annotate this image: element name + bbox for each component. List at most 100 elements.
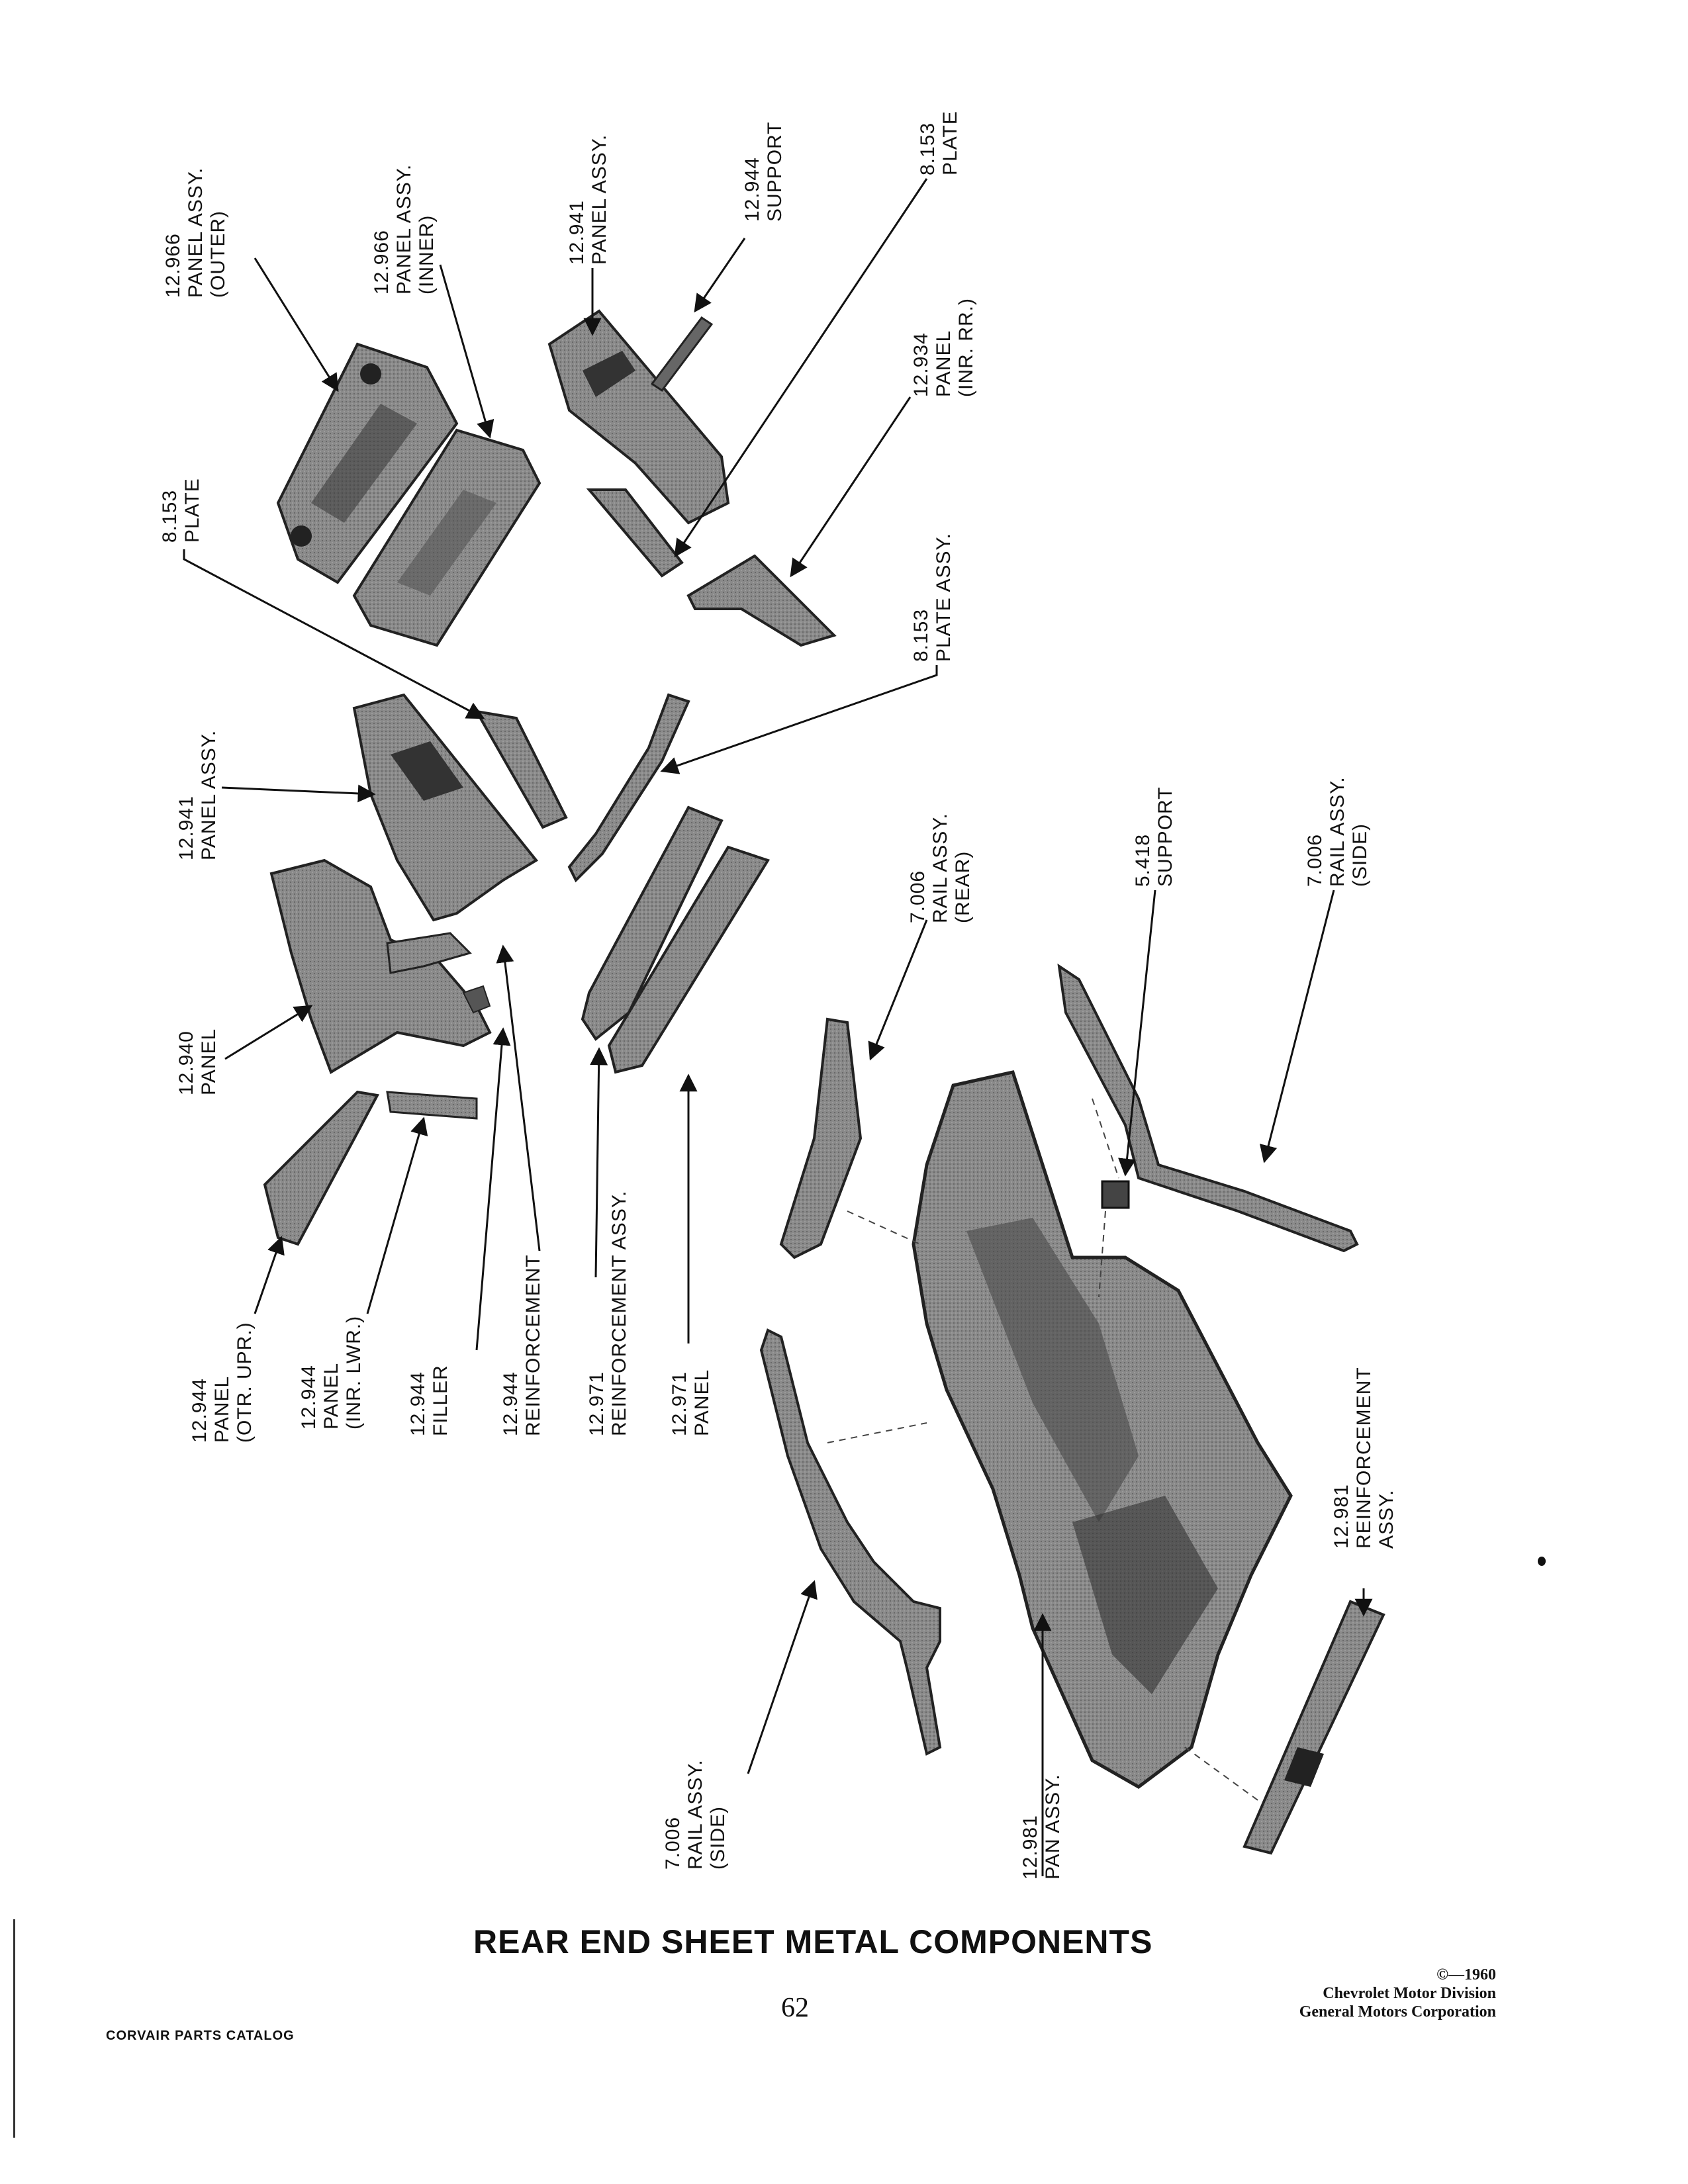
- callout-name: RAIL ASSY.: [1327, 776, 1348, 887]
- callout-number: 12.966: [371, 230, 393, 295]
- callout-name: PAN ASSY.: [1042, 1774, 1064, 1880]
- part-rail-assy-side-left: [759, 1328, 942, 1756]
- callout-number: 12.944: [407, 1371, 429, 1436]
- callout-number: 7.006: [1304, 833, 1326, 887]
- callout-number: 7.006: [907, 870, 929, 923]
- callout-number: 12.940: [175, 1030, 197, 1095]
- leader-c21: [747, 1580, 818, 1774]
- callout-number: 5.418: [1132, 833, 1154, 887]
- part-otr-upr-panel: [263, 1090, 380, 1246]
- callout-c10: 12.940 PANEL: [175, 1028, 220, 1095]
- callout-note: (OUTER): [207, 210, 229, 298]
- part-rail-assy-rear: [779, 1017, 863, 1259]
- callout-name: PANEL: [691, 1369, 713, 1436]
- callout-c11: 7.006 RAIL ASSY. (REAR): [907, 813, 974, 923]
- callout-c22: 12.981 PAN ASSY.: [1019, 1774, 1064, 1880]
- callout-name: PANEL: [198, 1028, 220, 1095]
- callout-number: 12.944: [298, 1365, 320, 1430]
- callout-name: PANEL: [933, 330, 955, 397]
- callout-name: FILLER: [430, 1365, 451, 1436]
- callout-name: REINFORCEMENT ASSY.: [608, 1190, 630, 1436]
- callout-name: RAIL ASSY.: [684, 1759, 706, 1870]
- copyright-year: ©—1960: [1436, 1966, 1496, 1983]
- part-reinforcement-assy-long: [581, 805, 724, 1041]
- callout-note: (INR. LWR.): [343, 1315, 365, 1430]
- part-plate-left: [474, 709, 568, 829]
- callout-c16: 12.944 FILLER: [407, 1365, 452, 1436]
- callout-note: (SIDE): [1349, 823, 1371, 887]
- margin-rule: [13, 1919, 15, 2138]
- callout-note: (INNER): [416, 214, 438, 295]
- leader-c8: [660, 665, 938, 774]
- callout-c12: 5.418 SUPPORT: [1132, 787, 1177, 887]
- callout-name: RAIL ASSY.: [929, 813, 951, 923]
- callout-name: SUPPORT: [764, 121, 786, 222]
- part-inner-panel-assy: [352, 428, 541, 647]
- catalog-name: CORVAIR PARTS CATALOG: [106, 2028, 295, 2043]
- callout-note: (OTR. UPR.): [234, 1322, 256, 1443]
- part-support-block: [1101, 1180, 1130, 1209]
- callout-c15: 12.944 PANEL (INR. LWR.): [298, 1316, 365, 1430]
- callout-c13: 7.006 RAIL ASSY. (SIDE): [1304, 776, 1372, 887]
- callout-name: REINFORCEMENT: [522, 1254, 544, 1436]
- callout-name: PANEL: [211, 1375, 233, 1443]
- callout-number: 12.966: [162, 233, 184, 298]
- page-title: REAR END SHEET METAL COMPONENTS: [473, 1923, 1153, 1960]
- part-inner-rr-panel: [686, 554, 837, 647]
- part-outer-panel-assy: [276, 342, 459, 584]
- callout-c14: 12.944 PANEL (OTR. UPR.): [189, 1322, 256, 1443]
- part-panel-assy-mid: [352, 693, 538, 922]
- callout-number: 12.944: [500, 1371, 522, 1436]
- callout-name: SUPPORT: [1154, 786, 1176, 887]
- callout-number: 7.006: [662, 1816, 684, 1870]
- callout-name: PANEL ASSY.: [393, 163, 415, 295]
- leader-c14: [254, 1236, 285, 1314]
- part-support-rod: [650, 316, 714, 392]
- page-number: 62: [781, 1993, 809, 2023]
- leader-c9: [221, 784, 376, 803]
- callout-c20: 12.981 REINFORCEMENT ASSY.: [1331, 1367, 1398, 1549]
- callout-name: PLATE: [181, 478, 203, 543]
- leader-c10: [224, 1005, 313, 1060]
- callout-name: PANEL ASSY.: [588, 134, 610, 265]
- callout-c6: 12.934 PANEL (INR. RR.): [910, 298, 978, 397]
- callout-name: PLATE: [939, 111, 961, 175]
- callout-c7: 8.153 PLATE: [159, 478, 204, 543]
- callout-name: PLATE ASSY.: [933, 533, 955, 662]
- leader-c7: [183, 549, 485, 719]
- callout-note: (SIDE): [707, 1806, 729, 1870]
- leader-c16: [475, 1027, 511, 1351]
- callout-name: PANEL ASSY.: [198, 729, 220, 860]
- part-rail-assy-side-right: [1057, 963, 1359, 1253]
- callout-c17: 12.944 REINFORCEMENT: [500, 1254, 545, 1436]
- callout-number: 12.971: [669, 1371, 690, 1436]
- callout-c18: 12.971 REINFORCEMENT ASSY.: [586, 1191, 631, 1436]
- callout-number: 8.153: [159, 489, 181, 543]
- callout-c21: 7.006 RAIL ASSY. (SIDE): [662, 1759, 729, 1870]
- copyright-block: ©—1960 Chevrolet Motor Division General …: [1299, 1966, 1496, 2021]
- leader-c4: [694, 238, 746, 313]
- leader-c1: [254, 257, 339, 392]
- callout-c3: 12.941 PANEL ASSY.: [566, 134, 611, 265]
- leader-lines: [183, 178, 1373, 1876]
- callout-c8: 8.153 PLATE ASSY.: [910, 533, 955, 662]
- callout-c2: 12.966 PANEL ASSY. (INNER): [371, 164, 438, 295]
- part-plate-assy-curved: [567, 693, 690, 883]
- leader-c6: [790, 396, 912, 578]
- part-filler-small: [386, 932, 472, 974]
- callout-number: 12.941: [566, 200, 588, 265]
- copyright-division: Chevrolet Motor Division: [1323, 1985, 1496, 2002]
- callout-number: 12.944: [189, 1378, 211, 1443]
- part-reinforcement-small: [462, 985, 491, 1014]
- leader-c13: [1259, 889, 1335, 1163]
- leader-c15: [366, 1116, 428, 1314]
- callout-number: 12.941: [175, 796, 197, 860]
- phantom-lines: [827, 1098, 1258, 1801]
- callout-c5: 8.153 PLATE: [917, 111, 962, 175]
- callout-number: 12.934: [910, 332, 932, 397]
- callout-c4: 12.944 SUPPORT: [741, 122, 786, 222]
- callout-number: 8.153: [910, 608, 932, 662]
- part-panel-long: [607, 845, 771, 1074]
- part-pan-assy: [912, 1070, 1293, 1789]
